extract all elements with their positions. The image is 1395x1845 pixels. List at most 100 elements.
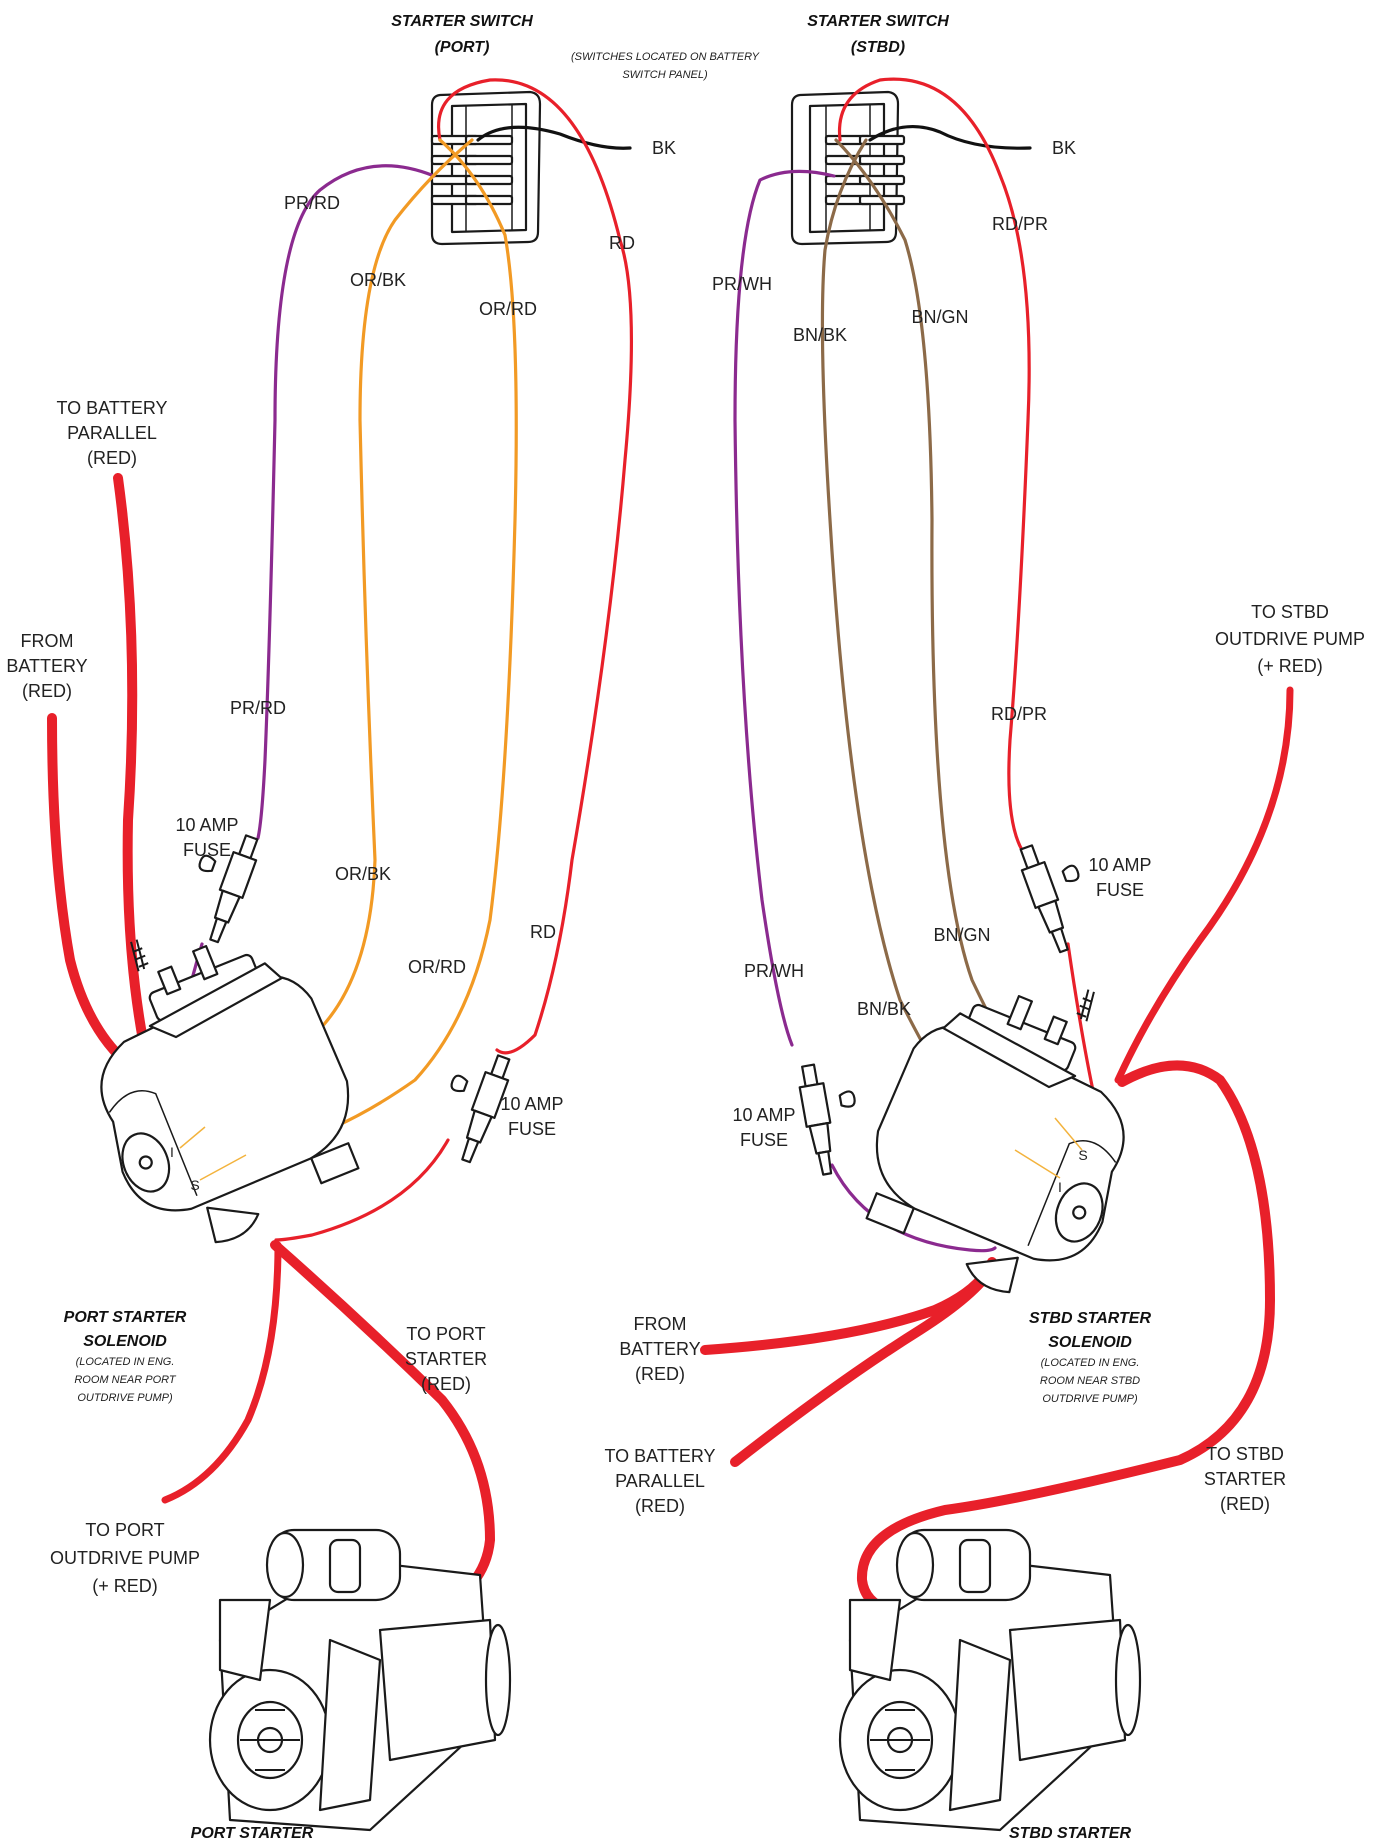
callout-stbd-to-starter-line2: STARTER: [1204, 1469, 1286, 1489]
callout-port-from-battery-line2: BATTERY: [6, 656, 87, 676]
port-solenoid-title-line1: PORT STARTER: [64, 1309, 187, 1326]
port-upper-fuse: [198, 834, 259, 944]
stbd-to-pump-cable: [1114, 686, 1294, 1084]
callout-port-from-battery-line3: (RED): [22, 681, 72, 701]
label-stbd-bnbk-mid: BN/BK: [857, 999, 911, 1019]
callout-port-to-starter-line2: STARTER: [405, 1349, 487, 1369]
stbd-prwh-wire: [733, 169, 836, 1047]
label-stbd-bngn-top: BN/GN: [911, 307, 968, 327]
port-switch-title-line2: (PORT): [435, 39, 490, 56]
stbd-switch-terminals: [824, 134, 906, 206]
stbd-terminal-i: I: [1058, 1179, 1062, 1195]
stbd-solenoid-terminal-lines: [1014, 1117, 1083, 1179]
callout-stbd-battery-parallel-line1: TO BATTERY: [604, 1446, 715, 1466]
port-switch-terminals: [430, 134, 514, 206]
port-solenoid-note-line1: (LOCATED IN ENG.: [76, 1356, 175, 1368]
label-port-orrd-top: OR/RD: [479, 299, 537, 319]
callout-stbd-from-battery-line3: (RED): [635, 1364, 685, 1384]
callout-stbd-to-pump-line2: OUTDRIVE PUMP: [1215, 629, 1365, 649]
port-rd-wire: [437, 78, 633, 1055]
port-solenoid-title-line2: SOLENOID: [83, 1333, 167, 1350]
callout-stbd-to-starter-line3: (RED): [1220, 1494, 1270, 1514]
label-port-prrd-top: PR/RD: [284, 193, 340, 213]
stbd-solenoid-title-line2: SOLENOID: [1048, 1334, 1132, 1351]
port-lower-fuse-label-2: FUSE: [508, 1119, 556, 1139]
callout-port-to-starter-line3: (RED): [421, 1374, 471, 1394]
callout-stbd-from-battery-line1: FROM: [634, 1314, 687, 1334]
label-port-orbk-mid: OR/BK: [335, 864, 391, 884]
port-solenoid-terminal-lines: [179, 1126, 247, 1181]
stbd-starter-motor: [838, 1528, 1142, 1832]
port-terminal-i: I: [170, 1144, 174, 1160]
port-terminal-s: S: [190, 1177, 199, 1193]
callout-port-from-battery: FROM BATTERY (RED): [6, 631, 87, 701]
label-stbd-rdpr-mid: RD/PR: [991, 704, 1047, 724]
callout-port-battery-parallel-line2: PARALLEL: [67, 423, 157, 443]
port-from-battery-cable: [47, 713, 147, 1080]
callout-port-to-starter: TO PORT STARTER (RED): [405, 1324, 487, 1394]
stbd-solenoid-note-line1: (LOCATED IN ENG.: [1041, 1357, 1140, 1369]
stbd-bngn-wire: [834, 138, 1042, 1102]
callout-stbd-battery-parallel-line3: (RED): [635, 1496, 685, 1516]
switch-note-line2: SWITCH PANEL): [622, 69, 708, 81]
port-starter-solenoid: [100, 939, 360, 1244]
label-stbd-bngn-mid: BN/GN: [933, 925, 990, 945]
callout-port-to-starter-line1: TO PORT: [406, 1324, 485, 1344]
callout-port-to-pump-line3: (+ RED): [92, 1576, 158, 1596]
stbd-upper-fuse-label-1: 10 AMP: [1088, 855, 1151, 875]
stbd-lower-fuse-label-1: 10 AMP: [732, 1105, 795, 1125]
port-rd-lower-wire: [274, 1138, 450, 1242]
stbd-starter-switch: [790, 90, 906, 246]
stbd-switch-title-line2: (STBD): [851, 39, 905, 56]
callout-port-from-battery-line1: FROM: [21, 631, 74, 651]
port-lower-fuse: [450, 1054, 511, 1164]
stbd-solenoid-title-line1: STBD STARTER: [1029, 1310, 1152, 1327]
port-battery-parallel-cable: [113, 473, 153, 1070]
stbd-starter-solenoid: [865, 989, 1125, 1294]
label-stbd-bk: BK: [1052, 138, 1076, 158]
port-upper-fuse-label-2: FUSE: [183, 840, 231, 860]
stbd-lower-fuse: [798, 1063, 856, 1176]
callout-stbd-battery-parallel-line2: PARALLEL: [615, 1471, 705, 1491]
port-solenoid-note-line3: OUTDRIVE PUMP): [77, 1392, 173, 1404]
label-stbd-prwh-mid: PR/WH: [744, 961, 804, 981]
stbd-prwh-lower-wire: [830, 1163, 997, 1253]
stbd-bnbk-wire: [820, 138, 1004, 1152]
port-upper-fuse-label-1: 10 AMP: [175, 815, 238, 835]
stbd-solenoid-note-line3: OUTDRIVE PUMP): [1042, 1393, 1138, 1405]
stbd-switch-title-line1: STARTER SWITCH: [807, 13, 949, 30]
stbd-rdpr-lower-wire: [1066, 942, 1097, 1102]
label-port-rd-top: RD: [609, 233, 635, 253]
label-stbd-prwh-top: PR/WH: [712, 274, 772, 294]
port-solenoid-note-line2: ROOM NEAR PORT: [74, 1374, 177, 1386]
port-orrd-wire: [256, 138, 518, 1152]
port-starter-motor: [208, 1528, 512, 1832]
label-stbd-rdpr-top: RD/PR: [992, 214, 1048, 234]
stbd-rdpr-wire: [837, 77, 1031, 852]
callout-port-battery-parallel-line3: (RED): [87, 448, 137, 468]
port-lower-fuse-label-1: 10 AMP: [500, 1094, 563, 1114]
callout-port-to-pump: TO PORT OUTDRIVE PUMP (+ RED): [50, 1520, 200, 1596]
callout-stbd-to-pump-line1: TO STBD: [1251, 602, 1329, 622]
label-stbd-bnbk-top: BN/BK: [793, 325, 847, 345]
port-to-pump-cable: [161, 1241, 282, 1504]
callout-stbd-to-pump: TO STBD OUTDRIVE PUMP (+ RED): [1215, 602, 1365, 676]
callout-stbd-from-battery-line2: BATTERY: [619, 1339, 700, 1359]
label-port-prrd-mid: PR/RD: [230, 698, 286, 718]
stbd-to-starter-cable: [856, 1060, 1275, 1617]
port-bk-wire: [476, 125, 632, 150]
callout-stbd-to-starter-line1: TO STBD: [1206, 1444, 1284, 1464]
stbd-terminal-s: S: [1078, 1147, 1087, 1163]
stbd-battery-parallel-cable: [730, 1263, 997, 1467]
stbd-lower-fuse-label-2: FUSE: [740, 1130, 788, 1150]
callout-port-battery-parallel: TO BATTERY PARALLEL (RED): [56, 398, 167, 468]
callout-stbd-to-starter: TO STBD STARTER (RED): [1204, 1444, 1286, 1514]
stbd-starter-label: STBD STARTER: [1009, 1825, 1132, 1842]
callout-port-battery-parallel-line1: TO BATTERY: [56, 398, 167, 418]
port-switch-title-line1: STARTER SWITCH: [391, 13, 533, 30]
label-port-orrd-mid: OR/RD: [408, 957, 466, 977]
stbd-solenoid-note-line2: ROOM NEAR STBD: [1040, 1375, 1140, 1387]
callout-port-to-pump-line1: TO PORT: [85, 1520, 164, 1540]
port-starter-switch: [430, 90, 542, 246]
